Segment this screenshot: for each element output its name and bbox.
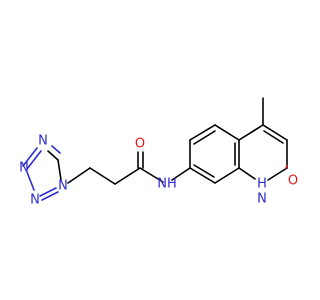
bond-py-2 [262,124,288,141]
bond-py-5 [238,167,256,180]
bond-tz-n1-n2 [26,150,42,170]
bond-py-4 [267,167,288,181]
bond-tz-n1-n2-double [22,147,38,167]
atom-tz-n2: N [19,161,29,176]
bond-ar-3 [214,124,240,141]
atom-tz-n1: N [38,134,48,149]
structure-canvas: N N N N O NH O H N [19,97,298,208]
atom-tz-n4: N [58,179,68,194]
bond-tz-c-n1-double [51,145,61,154]
atom-tz-n3: N [30,193,40,208]
bond-ar-6 [189,167,216,184]
bond-ar-2-inner [193,130,216,145]
bond-chain-3 [114,167,141,185]
bond-tz-c-n1 [47,150,59,161]
bonds [22,97,288,201]
bond-tz-n3-n4 [39,187,57,197]
bond-chain-2 [89,167,116,185]
bond-py-2-inner [263,130,284,144]
bond-chain-4 [139,167,164,183]
bond-tz-n2-n3 [26,171,35,191]
atom-amide-o: O [135,137,145,152]
bond-tz-n3-n4-double [41,191,59,201]
atom-ring-h: H [257,177,267,192]
atom-lactam-o: O [288,174,298,189]
bond-lactam-co-a [285,165,288,169]
bond-ar-2 [189,124,216,141]
atom-amide-nh: NH [157,177,177,192]
atom-ring-n: N [257,192,267,207]
bond-py-1 [238,124,264,141]
bond-nh-ring [171,167,191,181]
bond-ar-6-inner [193,164,215,178]
bond-chain-1 [67,167,91,184]
bond-tz-n4-c [57,159,62,181]
atom-labels: N N N N O NH O H N [19,134,298,208]
bond-ar-5 [214,167,240,184]
